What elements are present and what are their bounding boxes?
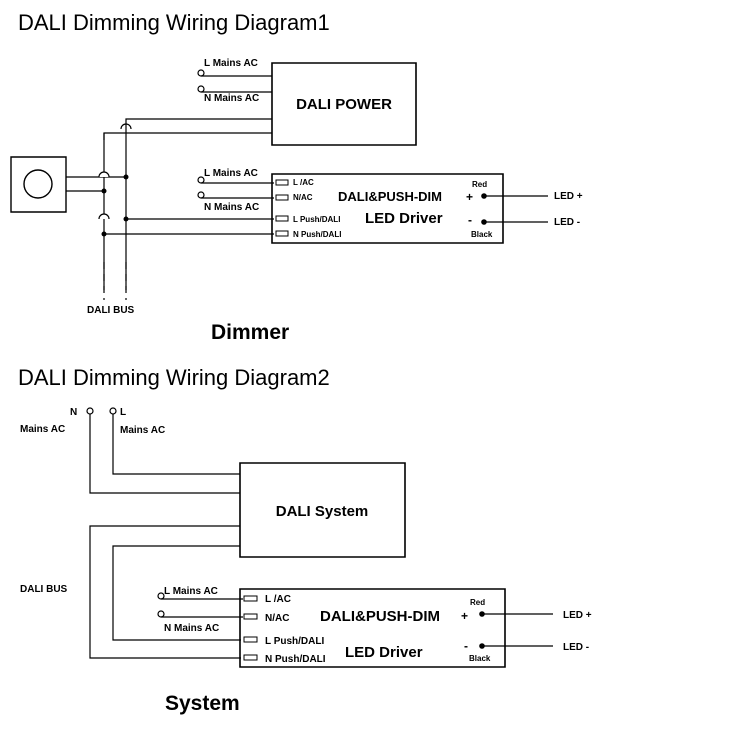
driver1-type: LED Driver	[365, 210, 443, 227]
mains-l-wire	[113, 414, 240, 474]
junction-dot	[123, 174, 129, 180]
driver1-led-minus: LED -	[554, 217, 580, 228]
diagram2-caption: System	[165, 692, 240, 715]
terminal-slot	[276, 195, 288, 200]
driver2-red: Red	[470, 598, 485, 607]
terminal-slot	[244, 655, 257, 660]
bus-wire-b-top	[104, 133, 272, 140]
driver1-black: Black	[471, 230, 493, 239]
junction-dot	[101, 231, 107, 237]
diagram1-title: DALI Dimming Wiring Diagram1	[18, 10, 330, 35]
driver2-terminal-n: N/AC	[265, 613, 289, 624]
driver2-n-label: N Mains AC	[164, 623, 219, 634]
diagram2-mains-right: Mains AC	[120, 425, 165, 436]
dali-power-label: DALI POWER	[296, 96, 392, 113]
dimmer-device	[11, 157, 66, 212]
driver1-terminal-push-n: N Push/DALI	[293, 230, 341, 239]
mains-l-terminal	[110, 408, 116, 414]
bus-wire-l	[113, 546, 241, 640]
diagram2-title: DALI Dimming Wiring Diagram2	[18, 365, 330, 390]
driver1-name: DALI&PUSH-DIM	[338, 189, 442, 204]
terminal-slot	[244, 614, 257, 619]
driver2-terminal-push-n: N Push/DALI	[265, 654, 326, 665]
terminal-slot	[276, 180, 288, 185]
driver2-n-terminal	[158, 611, 164, 617]
terminal-slot	[244, 596, 257, 601]
diagram2-bus-label: DALI BUS	[20, 584, 68, 595]
power-l-terminal	[198, 70, 204, 76]
driver1-terminal-n: N/AC	[293, 193, 313, 202]
driver1-box	[272, 174, 503, 243]
bus-wire-a-top	[126, 119, 272, 129]
bus-crossover	[120, 123, 132, 130]
dali-system-label: DALI System	[276, 503, 369, 520]
dimmer-crossover	[98, 171, 110, 178]
driver1-led-plus: LED +	[554, 191, 583, 202]
driver1-terminal-push-l: L Push/DALI	[293, 215, 340, 224]
driver1-l-label: L Mains AC	[204, 168, 258, 179]
bus-wire-n	[90, 526, 241, 658]
driver2-plus: +	[461, 609, 468, 623]
terminal-slot	[244, 637, 257, 642]
driver2-l-label: L Mains AC	[164, 586, 218, 597]
mains-n-terminal	[87, 408, 93, 414]
junction-dot	[101, 188, 107, 194]
diagram2-mains-left: Mains AC	[20, 424, 65, 435]
terminal-slot	[276, 216, 288, 221]
diagram2-n-label: N	[70, 407, 77, 418]
driver2-terminal-l: L /AC	[265, 594, 291, 605]
driver1-n-label: N Mains AC	[204, 202, 259, 213]
driver2-led-minus: LED -	[563, 642, 589, 653]
push-crossover	[98, 213, 110, 220]
driver1-plus: +	[466, 190, 473, 204]
driver1-n-terminal	[198, 192, 204, 198]
driver2-box	[240, 589, 505, 667]
driver2-type: LED Driver	[345, 644, 423, 661]
driver2-terminal-push-l: L Push/DALI	[265, 636, 324, 647]
driver1-red: Red	[472, 180, 487, 189]
dimmer-knob-icon	[24, 170, 52, 198]
dali-power-box	[272, 63, 416, 145]
junction-dot	[123, 216, 129, 222]
power-n-terminal	[198, 86, 204, 92]
driver2-minus: -	[464, 639, 468, 653]
driver2-black: Black	[469, 654, 491, 663]
diagram1-caption: Dimmer	[211, 321, 289, 344]
power-n-label: N Mains AC	[204, 93, 259, 104]
dali-system-box	[240, 463, 405, 557]
driver2-name: DALI&PUSH-DIM	[320, 608, 440, 625]
driver1-terminal-l: L /AC	[293, 178, 314, 187]
terminal-slot	[276, 231, 288, 236]
diagram1-bus-label: DALI BUS	[87, 305, 135, 316]
diagram2-l-label: L	[120, 407, 126, 418]
driver2-led-plus: LED +	[563, 610, 592, 621]
mains-n-wire	[90, 414, 240, 493]
driver1-minus: -	[468, 213, 472, 227]
power-l-label: L Mains AC	[204, 58, 258, 69]
